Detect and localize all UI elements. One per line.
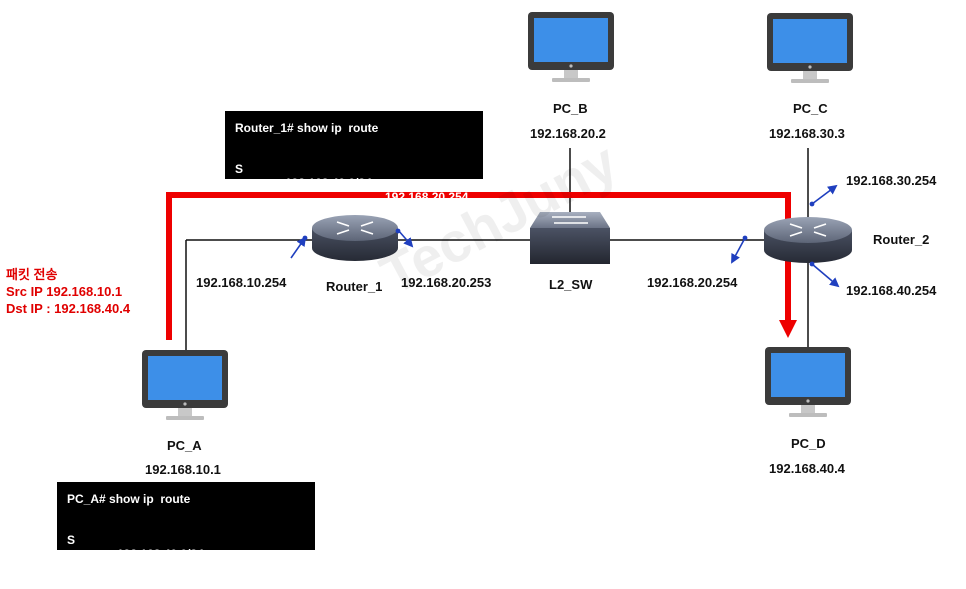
router-1-route-table: Router_1# show ip route S 192.168.40.0/2… [225, 111, 483, 204]
pc-c-monitor-icon [767, 13, 853, 83]
packet-note-title: 패킷 전송 [6, 267, 58, 282]
route-entry: S 192.168.40.0/24 192.168.20.254 [235, 148, 468, 218]
router-2-bottom-interface-ip: 192.168.40.254 [846, 283, 937, 298]
route-command: Router_1# show ip route [235, 121, 379, 135]
interface-dot [395, 228, 401, 234]
packet-note-dst: Dst IP : 192.168.40.4 [6, 301, 131, 316]
interface-arrow-icon [397, 229, 414, 248]
l2-switch-name: L2_SW [549, 277, 593, 292]
topology-canvas [142, 12, 853, 420]
network-diagram: TechJuny Router_1# show ip route S 192.1… [6, 12, 937, 575]
route-network: 192.168.40.0/24 [117, 547, 204, 561]
router-2-left-interface-ip: 192.168.20.254 [647, 275, 738, 290]
pc-d-ip: 192.168.40.4 [769, 461, 845, 476]
interface-dot [809, 201, 815, 207]
route-type: S [235, 162, 244, 176]
router-1-right-interface-ip: 192.168.20.253 [401, 275, 492, 290]
pc-b-name: PC_B [553, 101, 588, 116]
pc-d-monitor-icon [765, 347, 851, 417]
interface-arrow-icon [811, 263, 840, 288]
interface-dot [302, 235, 308, 241]
l2-switch-icon [530, 212, 610, 264]
packet-path [166, 192, 791, 340]
pc-b-monitor-icon [528, 12, 614, 82]
router-2-icon [764, 217, 852, 263]
router-1-icon [312, 215, 398, 261]
packet-note: 패킷 전송 Src IP 192.168.10.1 Dst IP : 192.1… [6, 266, 130, 317]
packet-note-src: Src IP 192.168.10.1 [6, 284, 123, 299]
interface-arrow-icon [290, 236, 307, 259]
router-1-left-interface-ip: 192.168.10.254 [196, 275, 287, 290]
route-network: 192.168.40.0/24 [285, 176, 372, 190]
route-type: S [67, 533, 76, 547]
pc-a-route-table: PC_A# show ip route S 192.168.40.0/24 19… [57, 482, 315, 575]
pc-c-ip: 192.168.30.3 [769, 126, 845, 141]
router-2-name: Router_2 [873, 232, 930, 247]
route-command: PC_A# show ip route [67, 492, 191, 506]
pc-a-ip: 192.168.10.1 [145, 462, 221, 477]
pc-c-name: PC_C [793, 101, 828, 116]
interface-dot [809, 261, 815, 267]
route-entry: S 192.168.40.0/24 192.168.10.254 [67, 519, 300, 589]
interface-arrow-icon [731, 237, 746, 264]
pc-a-monitor-icon [142, 350, 228, 420]
route-next-hop: 192.168.20.254 [385, 190, 469, 204]
router-2-top-interface-ip: 192.168.30.254 [846, 173, 937, 188]
pc-d-name: PC_D [791, 436, 826, 451]
router-1-name: Router_1 [326, 279, 383, 294]
route-next-hop: 192.168.10.254 [217, 561, 301, 575]
pc-a-name: PC_A [167, 438, 202, 453]
packet-path-arrowhead [779, 320, 797, 338]
interface-dot [742, 235, 748, 241]
pc-b-ip: 192.168.20.2 [530, 126, 606, 141]
interface-arrow-icon [811, 184, 838, 205]
